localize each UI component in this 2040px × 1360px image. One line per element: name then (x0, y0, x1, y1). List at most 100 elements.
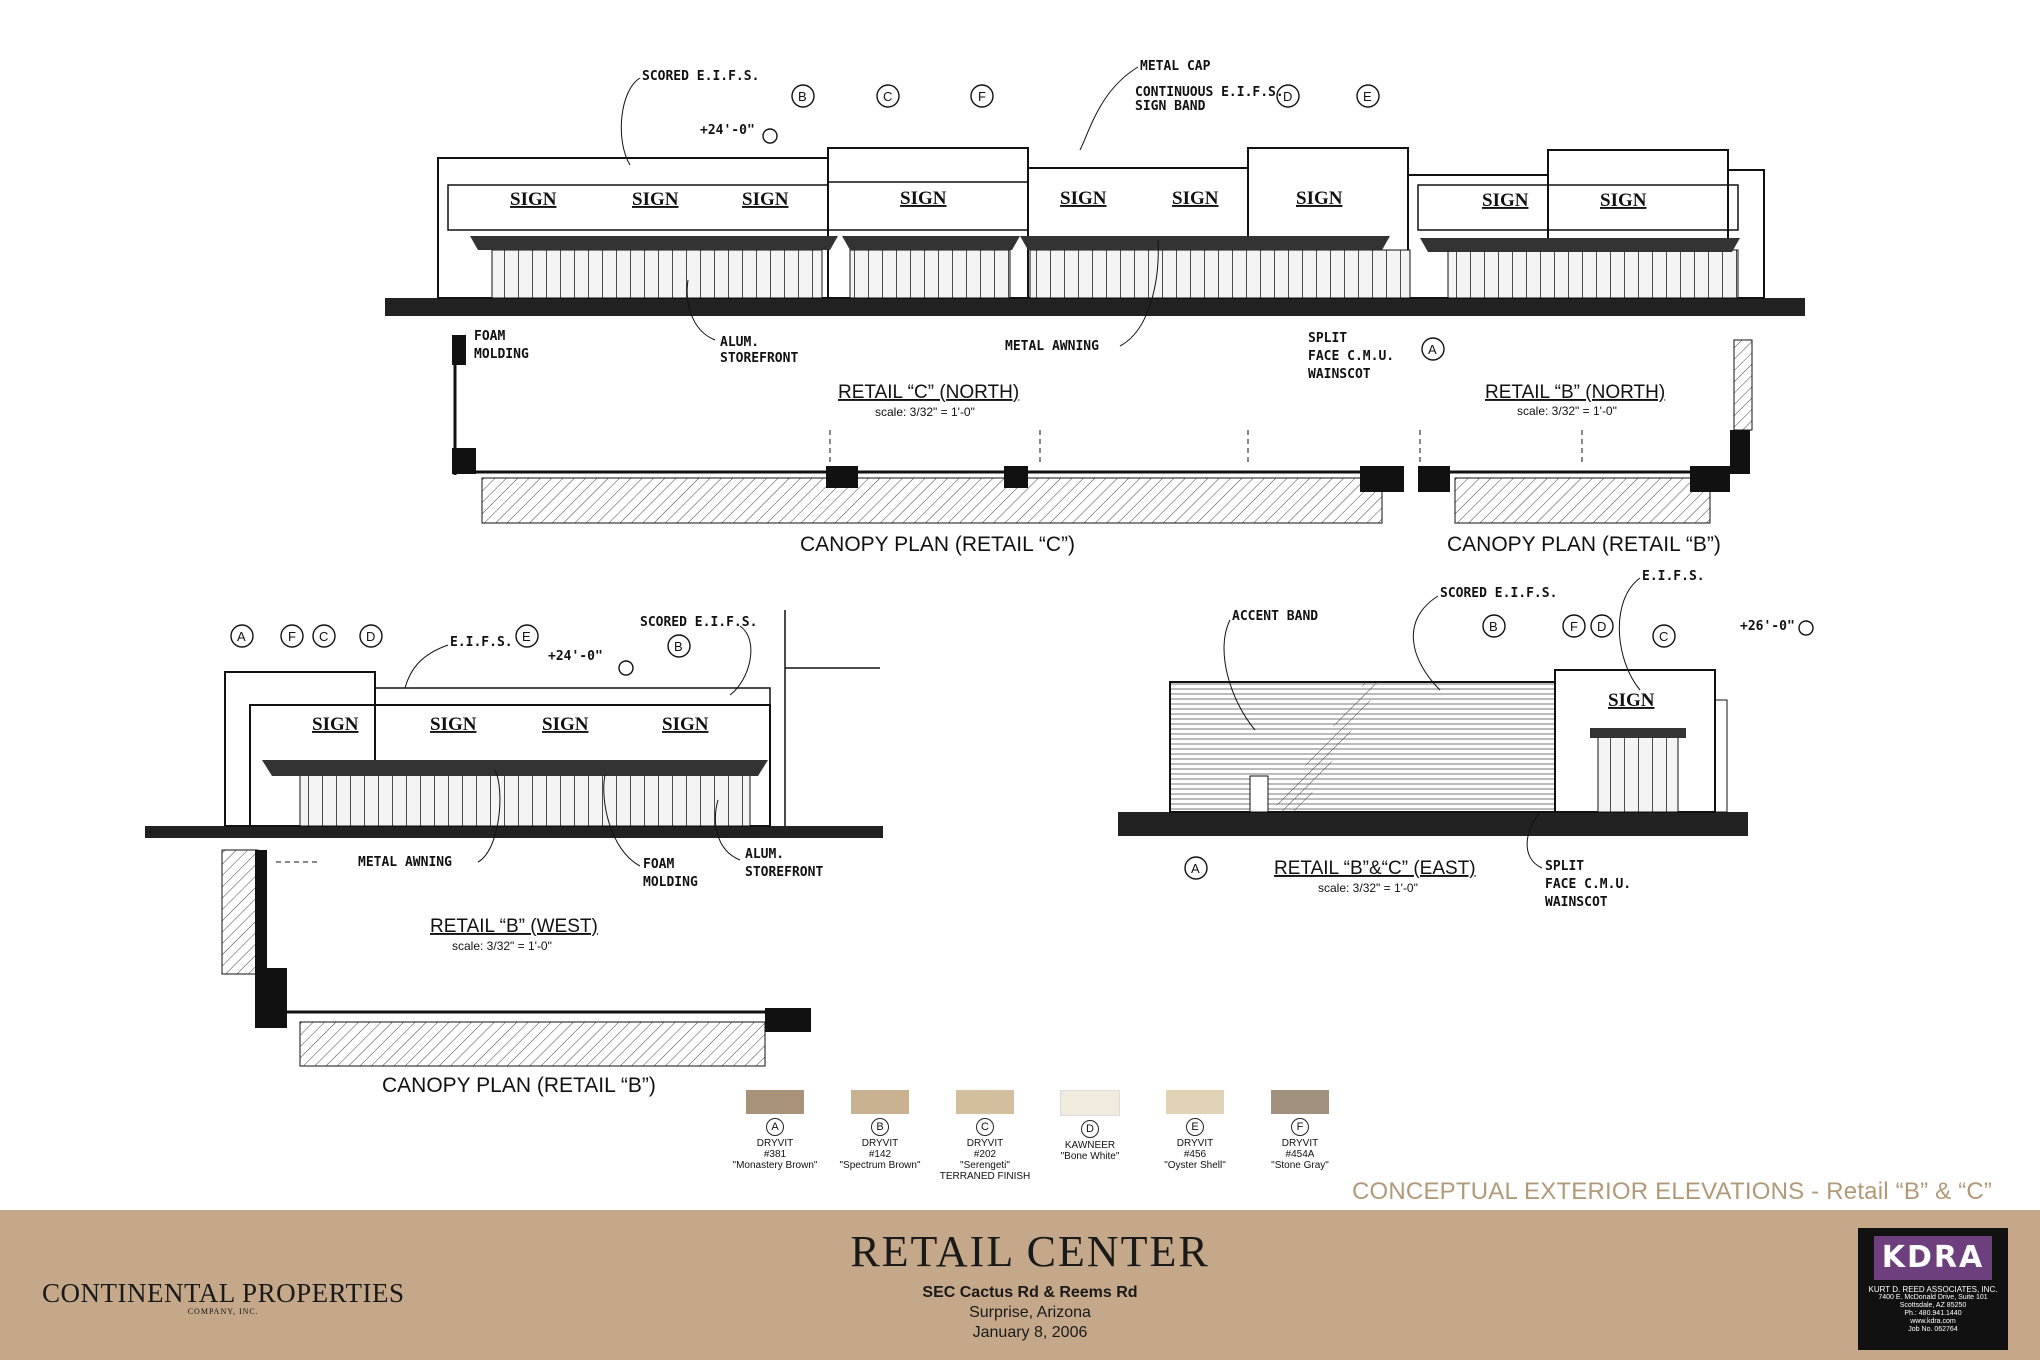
callout-wainscot: WAINSCOT (1308, 367, 1371, 382)
canopy-title-c: CANOPY PLAN (RETAIL “C”) (800, 533, 1075, 556)
callout-height: +24'-0" (700, 123, 755, 138)
marker-d: D (1283, 89, 1292, 104)
canopy-plan-west (221, 849, 811, 1067)
swatch-code: #202 (973, 1149, 997, 1160)
title-block: CONTINENTAL PROPERTIES COMPANY, INC. RET… (0, 1210, 2040, 1360)
swatch-a: A DRYVIT #381 "Monastery Brown" (720, 1090, 830, 1171)
callout-molding: MOLDING (643, 875, 698, 890)
east-elevation: SIGN (1118, 669, 1748, 836)
callout-accent-band: ACCENT BAND (1232, 609, 1318, 624)
callout-foam: FOAM (643, 857, 674, 872)
callout-eifs: E.I.F.S. (1642, 569, 1705, 584)
north-elevation: SIGN SIGN SIGN SIGN SIGN SIGN SIGN SIGN … (385, 147, 1805, 316)
architect-logo-block: KDRA KURT D. REED ASSOCIATES, INC. 7400 … (1858, 1228, 2008, 1350)
swatch-chip (1166, 1090, 1224, 1114)
canopy-plan-north (452, 335, 1753, 524)
swatch-name: "Spectrum Brown" (839, 1160, 921, 1171)
sign-text: SIGN (542, 714, 589, 735)
swatch-maker: DRYVIT (1281, 1138, 1319, 1149)
swatch-b: B DRYVIT #142 "Spectrum Brown" (825, 1090, 935, 1171)
sign-text: SIGN (430, 714, 477, 735)
swatch-maker: DRYVIT (1176, 1138, 1214, 1149)
swatch-chip (746, 1090, 804, 1114)
swatch-d: D KAWNEER "Bone White" (1035, 1090, 1145, 1162)
callout-scored-eifs: SCORED E.I.F.S. (640, 615, 757, 630)
callout-face-cmu: FACE C.M.U. (1545, 877, 1631, 892)
callout-split: SPLIT (1308, 331, 1347, 346)
swatch-chip (851, 1090, 909, 1114)
sign-text: SIGN (510, 189, 557, 210)
callout-eifs: E.I.F.S. (450, 635, 513, 650)
callout-scored-eifs: SCORED E.I.F.S. (1440, 586, 1557, 601)
callout-scored-eifs: SCORED E.I.F.S. (642, 69, 759, 84)
architect-address-1: 7400 E. McDonald Drive, Suite 101 (1878, 1294, 1988, 1301)
marker-d: D (366, 629, 375, 644)
swatch-name: "Bone White" (1060, 1151, 1120, 1162)
swatch-code: #454A (1285, 1149, 1315, 1160)
callout-face-cmu: FACE C.M.U. (1308, 349, 1394, 364)
swatch-letter: E (1186, 1118, 1204, 1136)
marker-b: B (798, 89, 807, 104)
swatch-c: C DRYVIT #202 "Serengeti" TERRANED FINIS… (930, 1090, 1040, 1182)
marker-e: E (1363, 89, 1372, 104)
swatch-e: E DRYVIT #456 "Oyster Shell" (1140, 1090, 1250, 1171)
marker-e: E (522, 629, 531, 644)
callout-height: +24'-0" (548, 649, 603, 664)
swatch-maker: DRYVIT (756, 1138, 794, 1149)
north-callouts: SCORED E.I.F.S. +24'-0" METAL CAP CONTIN… (474, 59, 1445, 382)
swatch-extra: TERRANED FINISH (939, 1171, 1031, 1182)
swatch-name: "Stone Gray" (1271, 1160, 1329, 1171)
developer-logo-sub: COMPANY, INC. (187, 1307, 259, 1316)
developer-logo: CONTINENTAL PROPERTIES COMPANY, INC. (42, 1278, 404, 1316)
swatch-chip (1271, 1090, 1329, 1114)
swatch-chip (1060, 1090, 1120, 1116)
swatch-letter: F (1291, 1118, 1309, 1136)
view-title-north-b: RETAIL “B” (NORTH) (1485, 382, 1665, 403)
swatch-code: #142 (868, 1149, 892, 1160)
sign-text: SIGN (742, 189, 789, 210)
swatch-letter: A (766, 1118, 784, 1136)
callout-metal-cap: METAL CAP (1140, 59, 1211, 74)
marker-a: A (1191, 861, 1200, 876)
swatch-f: F DRYVIT #454A "Stone Gray" (1245, 1090, 1355, 1171)
project-address: SEC Cactus Rd & Reems Rd (922, 1284, 1138, 1301)
sign-text: SIGN (1296, 188, 1343, 209)
marker-c: C (1659, 629, 1668, 644)
material-legend: A DRYVIT #381 "Monastery Brown" B DRYVIT… (720, 1090, 1340, 1190)
architect-logo: KDRA (1874, 1236, 1992, 1280)
callout-sign-band: SIGN BAND (1135, 99, 1206, 114)
marker-b: B (1489, 619, 1498, 634)
callout-metal-awning: METAL AWNING (358, 855, 452, 870)
marker-c: C (883, 89, 892, 104)
callout-continuous-eifs: CONTINUOUS E.I.F.S. (1135, 85, 1284, 100)
view-scale-west-b: scale: 3/32" = 1'-0" (452, 939, 552, 953)
swatch-name: "Monastery Brown" (732, 1160, 818, 1171)
sign-text: SIGN (1060, 188, 1107, 209)
marker-f: F (1570, 619, 1578, 634)
callout-storefront: STOREFRONT (720, 351, 798, 366)
architect-job-number: Job No. 062764 (1908, 1326, 1958, 1333)
project-date: January 8, 2006 (972, 1324, 1088, 1341)
marker-f: F (978, 89, 986, 104)
project-title: RETAIL CENTER (850, 1227, 1210, 1276)
sign-text: SIGN (662, 714, 709, 735)
elevation-drawing: SIGN SIGN SIGN SIGN SIGN SIGN SIGN SIGN … (145, 59, 1814, 1097)
east-callouts: ACCENT BAND SCORED E.I.F.S. E.I.F.S. +26… (1184, 569, 1814, 910)
swatch-letter: D (1081, 1120, 1099, 1138)
project-city: Surprise, Arizona (969, 1304, 1091, 1321)
canopy-title-b: CANOPY PLAN (RETAIL “B”) (1447, 533, 1721, 556)
callout-foam: FOAM (474, 329, 505, 344)
swatch-code: #456 (1183, 1149, 1207, 1160)
swatch-code: #381 (763, 1149, 787, 1160)
callout-metal-awning: METAL AWNING (1005, 339, 1099, 354)
callout-split: SPLIT (1545, 859, 1584, 874)
marker-a: A (237, 629, 246, 644)
architect-phone: Ph.: 480.941.1440 (1904, 1310, 1962, 1317)
developer-logo-name: CONTINENTAL PROPERTIES (42, 1278, 405, 1308)
architect-address-2: Scottsdale, AZ 85250 (1899, 1302, 1967, 1309)
canopy-title-west: CANOPY PLAN (RETAIL “B”) (382, 1074, 656, 1097)
marker-a: A (1428, 342, 1437, 357)
view-scale-north-c: scale: 3/32" = 1'-0" (875, 405, 975, 419)
view-title-north-c: RETAIL “C” (NORTH) (838, 382, 1019, 403)
swatch-name: "Oyster Shell" (1164, 1160, 1226, 1171)
